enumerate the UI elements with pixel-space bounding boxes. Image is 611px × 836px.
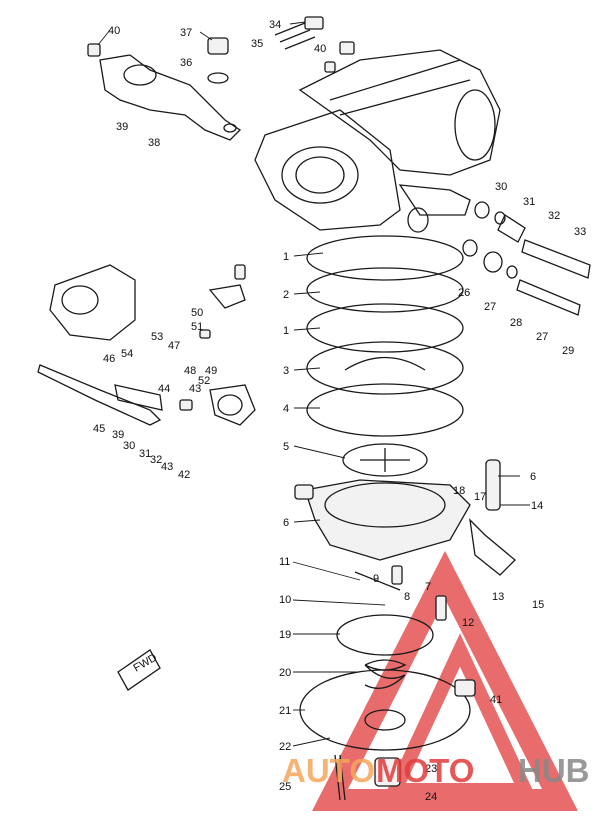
callout-9: 9 bbox=[373, 573, 379, 585]
callout-numbers: 1 2 1 3 4 5 6 7 8 9 10 11 12 13 14 15 6 … bbox=[93, 19, 586, 803]
callout-30b: 30 bbox=[123, 440, 135, 452]
callout-3: 3 bbox=[283, 365, 289, 377]
leader-lines bbox=[97, 21, 530, 747]
callout-18: 18 bbox=[453, 485, 465, 497]
pump-body bbox=[294, 459, 516, 576]
watermark-hub: HUB bbox=[518, 752, 590, 789]
callout-7: 7 bbox=[425, 581, 431, 593]
gasket-stack bbox=[306, 235, 464, 477]
callout-42: 42 bbox=[178, 469, 190, 481]
watermark-logo bbox=[312, 550, 578, 811]
callout-41: 41 bbox=[490, 694, 502, 706]
callout-36: 36 bbox=[180, 57, 192, 69]
callout-2: 2 bbox=[283, 289, 289, 301]
callout-28: 28 bbox=[510, 317, 522, 329]
callout-45: 45 bbox=[93, 423, 105, 435]
watermark-text: AUTO MOTO HUB bbox=[282, 752, 590, 789]
callout-40a: 40 bbox=[108, 25, 120, 37]
callout-53: 53 bbox=[151, 331, 163, 343]
callout-50: 50 bbox=[191, 307, 203, 319]
callout-14: 14 bbox=[531, 500, 543, 512]
callout-47: 47 bbox=[168, 340, 180, 352]
callout-27a: 27 bbox=[484, 301, 496, 313]
callout-29: 29 bbox=[562, 345, 574, 357]
callout-39b: 39 bbox=[112, 429, 124, 441]
callout-46: 46 bbox=[103, 353, 115, 365]
callout-20: 20 bbox=[279, 667, 291, 679]
callout-48: 48 bbox=[184, 365, 196, 377]
callout-54: 54 bbox=[121, 348, 133, 360]
callout-26: 26 bbox=[458, 287, 470, 299]
callout-43a: 43 bbox=[161, 461, 173, 473]
callout-25: 25 bbox=[279, 781, 291, 793]
callout-32b: 32 bbox=[150, 454, 162, 466]
callout-31b: 31 bbox=[139, 448, 151, 460]
callout-17: 17 bbox=[474, 491, 486, 503]
callout-13: 13 bbox=[492, 591, 504, 603]
callout-24: 24 bbox=[425, 791, 437, 803]
callout-37: 37 bbox=[180, 27, 192, 39]
callout-30a: 30 bbox=[495, 181, 507, 193]
carburetor-body bbox=[254, 41, 501, 233]
callout-32a: 32 bbox=[548, 210, 560, 222]
callout-8: 8 bbox=[404, 591, 410, 603]
throttle-linkage-assembly bbox=[37, 264, 256, 426]
callout-38: 38 bbox=[148, 137, 160, 149]
choke-lever-assembly bbox=[87, 16, 324, 141]
callout-44: 44 bbox=[158, 383, 170, 395]
callout-6a: 6 bbox=[283, 517, 289, 529]
forward-mark: FWD bbox=[117, 649, 161, 691]
callout-27b: 27 bbox=[536, 331, 548, 343]
callout-49: 49 bbox=[205, 365, 217, 377]
callout-39a: 39 bbox=[116, 121, 128, 133]
callout-4: 4 bbox=[283, 403, 289, 415]
callout-5: 5 bbox=[283, 441, 289, 453]
watermark-moto: MOTO bbox=[376, 752, 474, 789]
callout-23: 23 bbox=[425, 763, 437, 775]
callout-10: 10 bbox=[279, 594, 291, 606]
callout-34: 34 bbox=[269, 19, 281, 31]
callout-51: 51 bbox=[191, 321, 203, 333]
callout-43b: 43 bbox=[189, 383, 201, 395]
callout-11: 11 bbox=[279, 556, 290, 568]
callout-22: 22 bbox=[279, 741, 291, 753]
callout-52: 52 bbox=[198, 375, 210, 387]
callout-12: 12 bbox=[462, 617, 474, 629]
callout-31a: 31 bbox=[523, 196, 535, 208]
callout-1a: 1 bbox=[283, 251, 289, 263]
callout-6b: 6 bbox=[530, 471, 536, 483]
callout-19: 19 bbox=[279, 629, 291, 641]
callout-21: 21 bbox=[279, 705, 291, 717]
callout-40b: 40 bbox=[314, 43, 326, 55]
callout-1b: 1 bbox=[283, 325, 289, 337]
watermark-auto: AUTO bbox=[282, 752, 375, 789]
callout-35: 35 bbox=[251, 38, 263, 50]
needle-valve-fittings bbox=[462, 201, 591, 316]
pump-lower-assembly bbox=[299, 565, 476, 801]
callout-15: 15 bbox=[532, 599, 544, 611]
callout-33: 33 bbox=[574, 226, 586, 238]
